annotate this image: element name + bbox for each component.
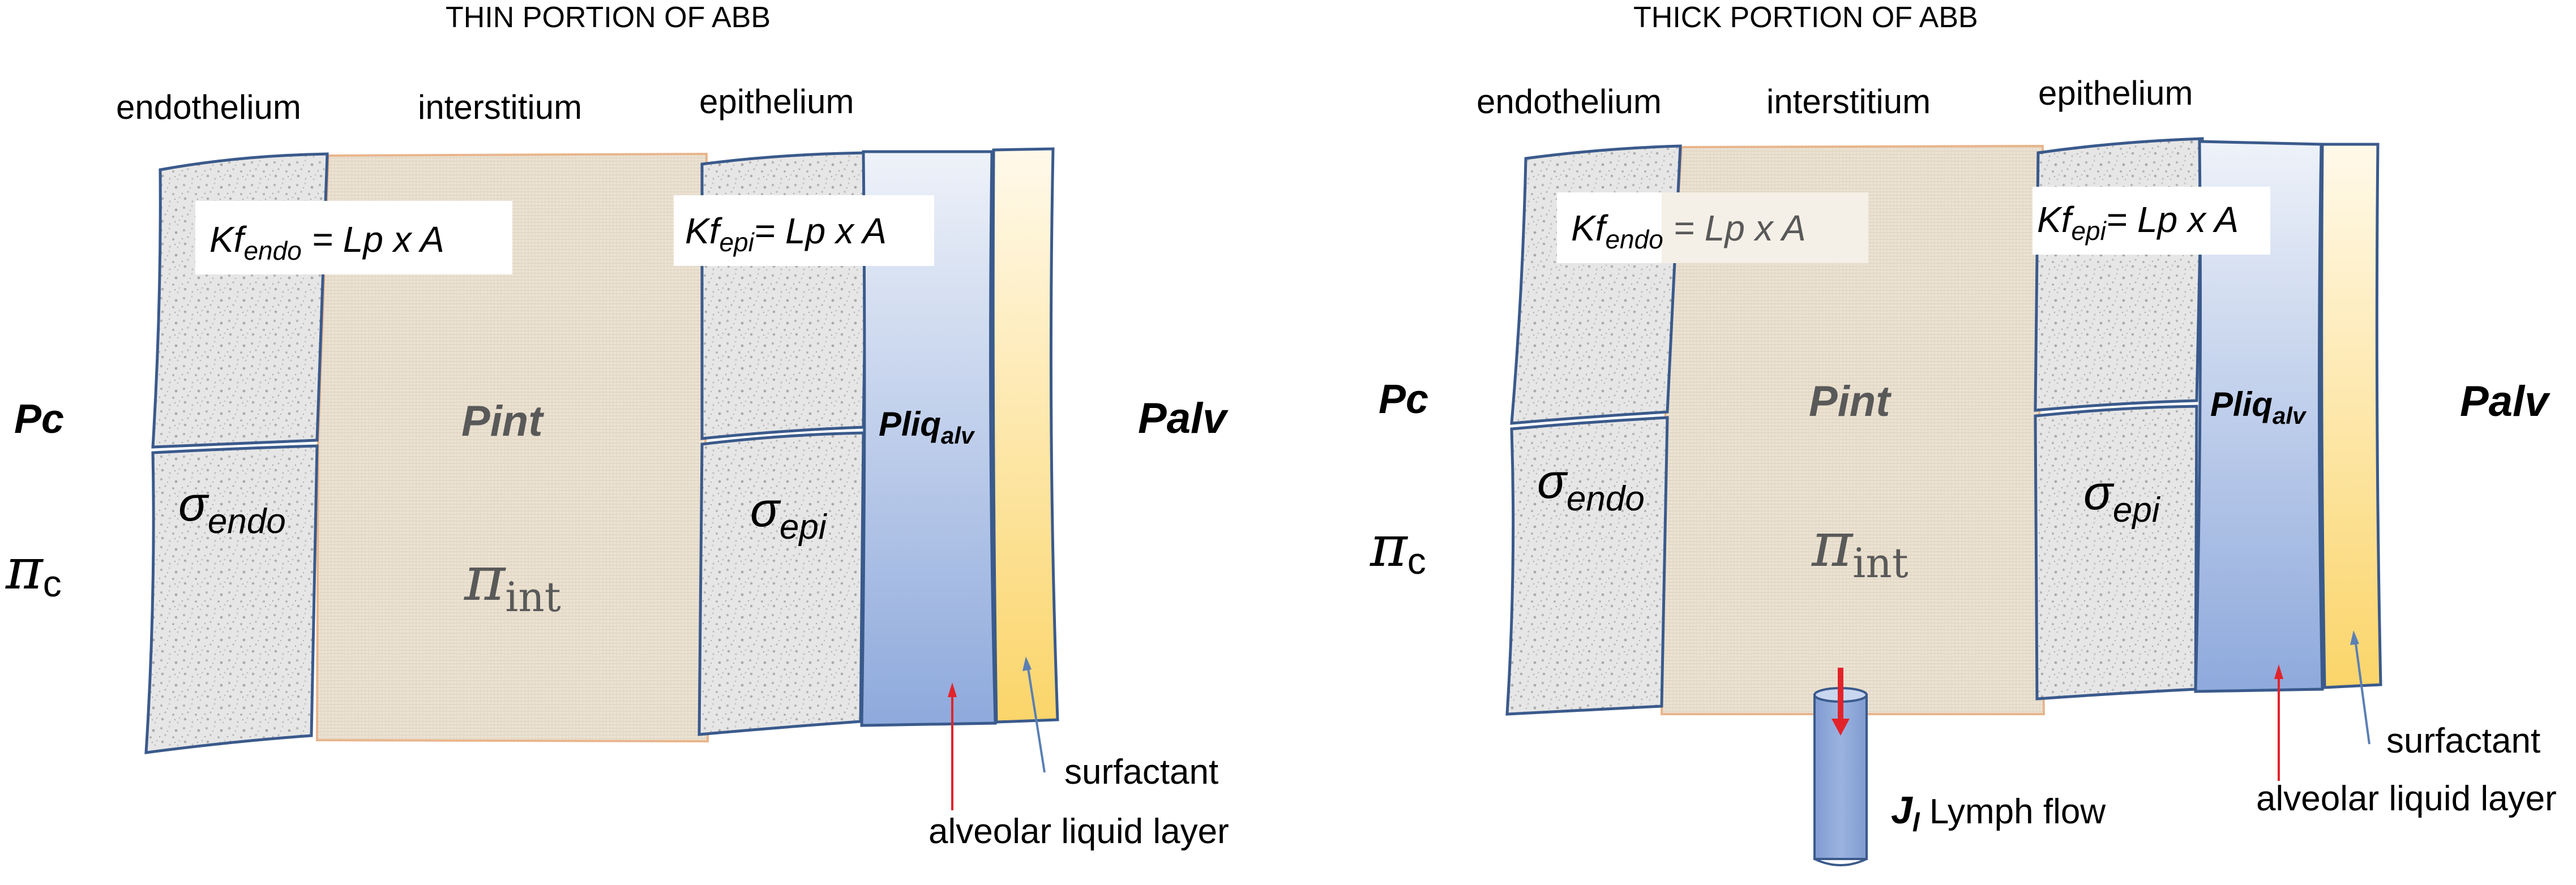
epithelium-lower-block (2034, 405, 2198, 701)
sigma-epi-label: σepi (2083, 466, 2161, 530)
palv-label: Palv (1138, 394, 1229, 443)
surfactant-layer (2320, 143, 2382, 689)
alveolar-liquid-label: alveolar liquid layer (928, 812, 1229, 851)
pi-c-label: πc (5, 536, 62, 604)
kf-epi-formula: Kfepi= Lp x A (685, 210, 887, 257)
thin-title: THIN PORTION OF ABB (446, 1, 771, 34)
alveolar-liquid-label: alveolar liquid layer (2256, 779, 2557, 818)
epithelium-upper-block (2034, 137, 2204, 412)
lymph-flow-arrow-head (1832, 719, 1850, 736)
alveolar-liquid-layer (2194, 140, 2324, 693)
endothelium-lower-block (144, 444, 319, 754)
endothelium-upper-block (1510, 144, 1682, 425)
endothelium-upper-block (151, 152, 329, 449)
surfactant-layer (991, 147, 1059, 724)
thick-title: THICK PORTION OF ABB (1633, 1, 1978, 34)
pliq-alv-label: Pliqalv (2210, 385, 2307, 429)
alveolar-liquid-arrow-head (2274, 664, 2283, 679)
kf-epi-formula: Kfepi= Lp x A (2037, 199, 2239, 246)
palv-label: Palv (2460, 377, 2551, 426)
pint-label: Pint (461, 397, 544, 445)
pliq-alv-label: Pliqalv (879, 405, 975, 449)
sigma-endo-label: σendo (1537, 454, 1645, 518)
surfactant-arrow (2354, 639, 2370, 745)
pc-label: Pc (1379, 377, 1428, 422)
kf-endo-box-fade (1662, 192, 1868, 263)
kf-endo-box (195, 201, 512, 274)
interstitium-label: interstitium (1766, 83, 1931, 121)
surfactant-arrow-head (2350, 630, 2359, 645)
epithelium-lower-block (698, 431, 865, 736)
endothelium-lower-block (1505, 416, 1669, 716)
kf-endo-formula: Kfendo = Lp x A (1571, 208, 1806, 254)
thick-panel: THICK PORTION OF ABB endothelium interst… (1370, 1, 2557, 866)
lymph-flow-label: Jl Lymph flow (1891, 789, 2106, 837)
sigma-endo-label: σendo (178, 477, 286, 541)
pc-label: Pc (14, 397, 64, 442)
epithelium-label: epithelium (699, 83, 854, 121)
sigma-epi-label: σepi (750, 483, 828, 547)
alveolar-liquid-arrow-head (948, 682, 957, 697)
endothelium-label: endothelium (116, 88, 301, 126)
pi-int-label: πint (464, 542, 561, 621)
pi-c-label: πc (1370, 513, 1426, 582)
interstitium-label: interstitium (418, 88, 582, 126)
epithelium-label: epithelium (2038, 74, 2193, 112)
thin-panel: THIN PORTION OF ABB endothelium intersti… (5, 1, 1229, 851)
endothelium-label: endothelium (1477, 83, 1662, 121)
kf-epi-box (674, 195, 934, 266)
surfactant-arrow (1026, 664, 1046, 773)
pi-int-label: πint (1811, 508, 1909, 587)
surfactant-arrow-head (1022, 656, 1032, 671)
kf-endo-formula: Kfendo = Lp x A (209, 219, 444, 265)
pint-label: Pint (1809, 377, 1892, 426)
kf-epi-box (2032, 187, 2270, 255)
surfactant-label: surfactant (1064, 753, 1218, 792)
surfactant-label: surfactant (2386, 721, 2540, 761)
